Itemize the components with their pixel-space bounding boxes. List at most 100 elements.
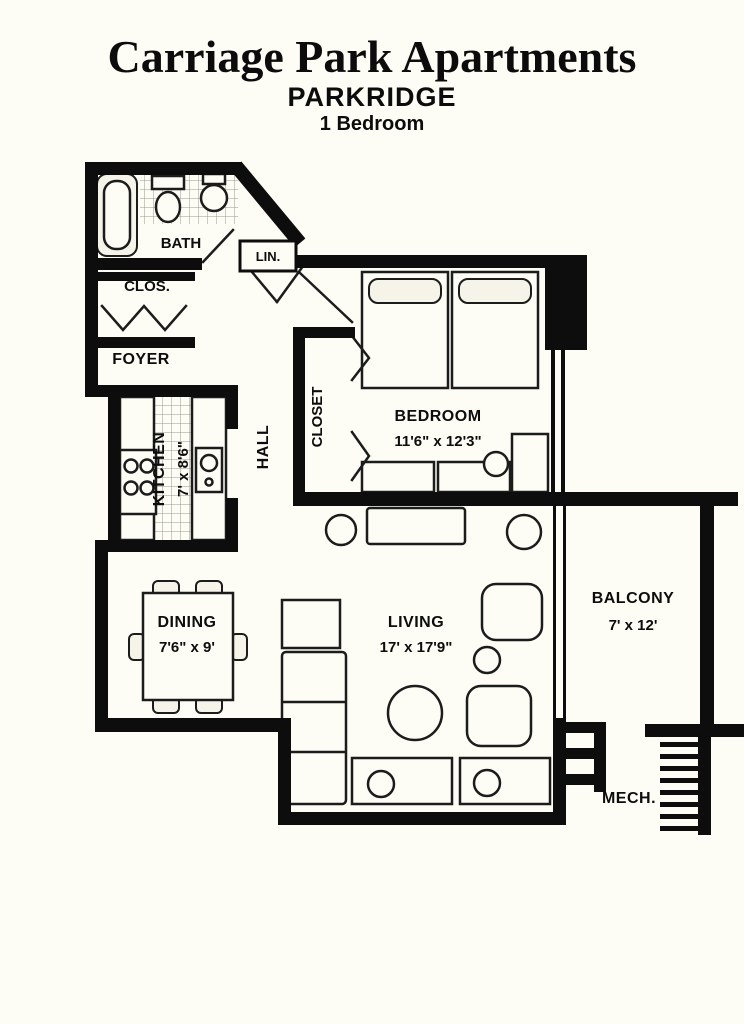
mech-stair-rung	[660, 814, 698, 819]
mech-stair-rung	[660, 802, 698, 807]
wall-kitchen-right-upper	[226, 385, 238, 429]
bedroom-closet-bifold-door	[350, 430, 371, 482]
dining-furniture	[128, 580, 248, 714]
wall-bath-top	[85, 162, 242, 175]
kitchen-dims: 7' x 8'6"	[175, 441, 192, 497]
sofa-icon	[280, 650, 348, 806]
wall-kitchen-left	[108, 385, 120, 552]
balcony-sliding-door	[553, 506, 556, 718]
wall-kitchen-right-lower	[226, 498, 238, 552]
bedroom-furniture	[360, 270, 550, 494]
wall-mech-bar	[594, 722, 606, 792]
wall-kitchen-top	[108, 385, 238, 397]
wall-left-upper	[85, 162, 98, 348]
mech-stair-rung	[660, 790, 698, 795]
end-table-icon	[280, 598, 342, 650]
mech-stair-rung	[660, 754, 698, 759]
burner-icon	[139, 480, 155, 496]
foyer-closet-label: CLOS.	[124, 278, 170, 295]
balcony-label: BALCONY	[592, 590, 675, 607]
coffee-table-icon	[365, 506, 467, 546]
wall-mech-tooth	[566, 722, 594, 733]
mech-stair-rung	[660, 826, 698, 831]
wall-bedroom-bottom	[293, 492, 738, 506]
entry-door-swing	[275, 260, 308, 304]
round-chair-icon	[324, 513, 358, 547]
hall-label: HALL	[255, 425, 272, 470]
wall-mech-tooth	[566, 774, 594, 785]
dining-table-icon	[141, 591, 235, 702]
wall-living-left-lower	[278, 718, 291, 825]
bath-fixtures	[96, 172, 229, 257]
foyer-closet-bifold-door	[100, 304, 188, 332]
pillow-icon	[368, 278, 442, 304]
mech-stair-rung	[660, 742, 698, 747]
kitchen-sink-basin-icon	[199, 453, 219, 473]
wall-left-mid	[85, 337, 98, 397]
desk-icon	[510, 432, 550, 494]
plan-header: Carriage Park Apartments PARKRIDGE 1 Bed…	[0, 31, 744, 135]
lamp-icon	[366, 769, 396, 799]
pillow-icon	[458, 278, 532, 304]
kitchen-sink-drain-icon	[204, 477, 214, 487]
wall-balcony-right	[700, 492, 714, 737]
unit-type: 1 Bedroom	[319, 113, 425, 135]
side-table-icon	[472, 645, 502, 675]
sink-counter-icon	[201, 172, 227, 186]
wall-living-bottom	[278, 812, 566, 825]
toilet-tank-icon	[150, 174, 186, 191]
toilet-bowl-icon	[154, 190, 182, 224]
wall-mech-right	[698, 735, 711, 835]
wall-bath-bottom	[98, 258, 202, 270]
bedroom-window	[551, 347, 555, 495]
wall-closet-bottom	[85, 337, 195, 348]
wall-entry-diagonal	[230, 161, 306, 248]
wall-living-right-lower	[553, 718, 566, 825]
wall-bedroom-closet-top	[293, 327, 355, 338]
foyer-label: FOYER	[112, 351, 170, 368]
bedroom-dims: 11'6" x 12'3"	[394, 433, 481, 450]
lamp-icon	[472, 768, 502, 798]
bath-door-swing	[201, 228, 235, 264]
plan-subtitle: PARKRIDGE	[287, 82, 457, 112]
mech-stair-rung	[660, 766, 698, 771]
living-dims: 17' x 17'9"	[380, 639, 453, 656]
bath-sink-icon	[199, 183, 229, 213]
round-chair-icon	[505, 513, 543, 551]
wall-bedroom-closet-left	[293, 327, 305, 492]
armchair-icon	[465, 684, 533, 748]
bedroom-door-swing	[298, 271, 354, 324]
wall-mech-tooth	[566, 748, 594, 759]
walls	[85, 161, 744, 835]
doors-and-windows	[100, 228, 566, 718]
burner-icon	[123, 480, 139, 496]
dresser-icon	[360, 460, 436, 494]
bedroom-closet-label: CLOSET	[309, 387, 326, 448]
living-furniture	[280, 506, 552, 806]
burner-icon	[123, 458, 139, 474]
complex-title: Carriage Park Apartments	[107, 31, 637, 82]
bathtub-basin-icon	[102, 179, 132, 251]
mech-stair-rung	[660, 778, 698, 783]
wall-balcony-bottom	[645, 724, 744, 737]
linen-label: LIN.	[256, 249, 281, 264]
kitchen-fixtures	[118, 395, 228, 542]
balcony-sliding-door	[563, 506, 566, 718]
wall-dining-left	[95, 540, 108, 732]
wall-closet-top	[85, 272, 195, 281]
mech-label: MECH.	[602, 790, 656, 807]
armchair-icon	[480, 582, 544, 642]
bath-label: BATH	[161, 235, 202, 252]
living-label: LIVING	[388, 614, 444, 631]
kitchen-label: KITCHEN	[151, 432, 168, 507]
dining-dims: 7'6" x 9'	[159, 639, 215, 656]
bedroom-label: BEDROOM	[394, 408, 481, 425]
wall-corner-pillar	[545, 255, 587, 350]
wall-bedroom-top	[295, 255, 557, 268]
balcony-dims: 7' x 12'	[609, 617, 658, 634]
bedroom-closet-bifold-door	[350, 334, 371, 382]
room-labels: BATH LIN. CLOS. FOYER KITCHEN 7' x 8'6" …	[112, 235, 674, 807]
desk-chair-icon	[482, 450, 510, 478]
